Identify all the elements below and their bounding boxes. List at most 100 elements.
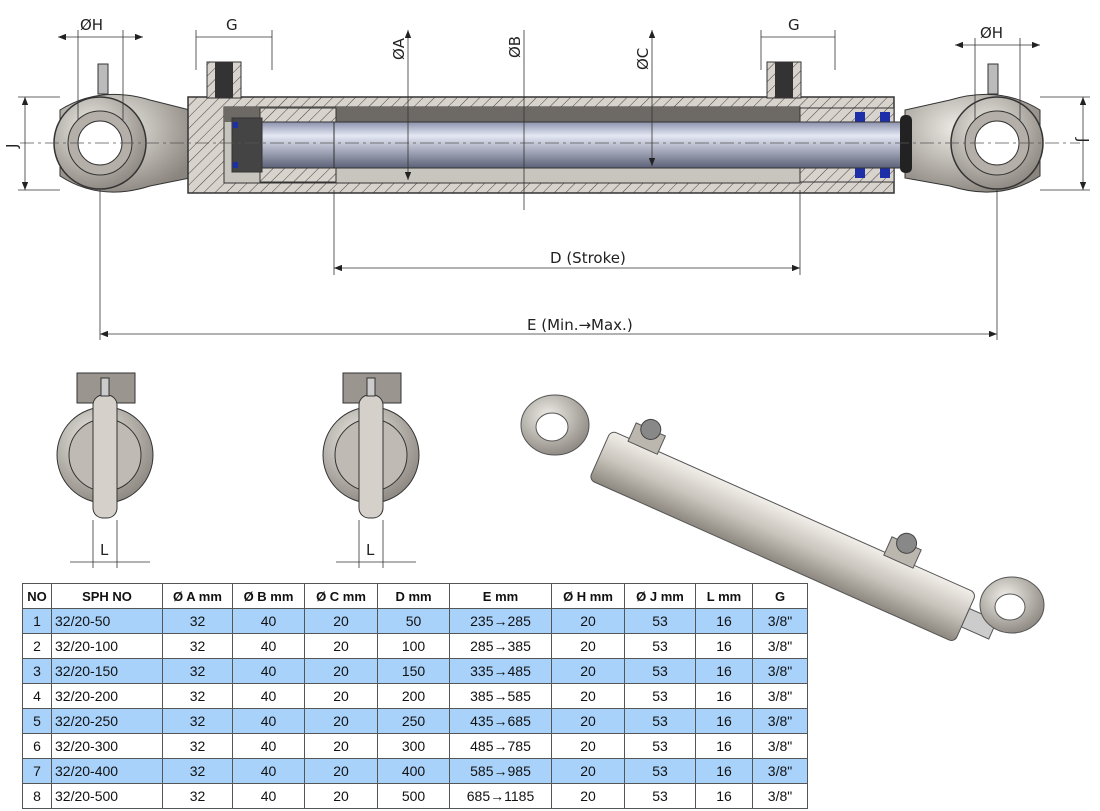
table-cell: 16: [695, 633, 753, 659]
col-header: E mm: [449, 583, 552, 609]
table-cell: 40: [232, 758, 305, 784]
table-cell: 435→685: [449, 708, 552, 734]
table-cell: 32: [162, 783, 233, 809]
dim-g-right: G: [788, 16, 800, 34]
col-header: Ø C mm: [304, 583, 378, 609]
table-cell: 53: [624, 633, 696, 659]
table-cell: 150: [377, 658, 450, 684]
col-header: D mm: [377, 583, 450, 609]
table-cell: 32/20-50: [51, 608, 163, 634]
table-cell: 3/8": [752, 708, 808, 734]
table-cell: 20: [304, 758, 378, 784]
table-cell: 53: [624, 733, 696, 759]
table-cell: 100: [377, 633, 450, 659]
table-cell: 32/20-100: [51, 633, 163, 659]
table-cell: 500: [377, 783, 450, 809]
table-cell: 32: [162, 633, 233, 659]
table-cell: 20: [551, 708, 625, 734]
table-cell: 20: [304, 783, 378, 809]
table-cell: 4: [22, 683, 52, 709]
table-cell: 53: [624, 758, 696, 784]
dim-a: ØA: [390, 37, 408, 60]
table-cell: 32/20-200: [51, 683, 163, 709]
table-cell: 6: [22, 733, 52, 759]
table-cell: 3/8": [752, 658, 808, 684]
table-cell: 32/20-250: [51, 708, 163, 734]
dim-length: E (Min.→Max.): [527, 316, 633, 334]
table-cell: 32: [162, 608, 233, 634]
table-cell: 32: [162, 683, 233, 709]
table-cell: 40: [232, 733, 305, 759]
dim-j-right: J: [1074, 137, 1092, 142]
table-cell: 40: [232, 708, 305, 734]
table-cell: 20: [304, 608, 378, 634]
table-cell: 200: [377, 683, 450, 709]
table-cell: 20: [551, 758, 625, 784]
table-cell: 685→1185: [449, 783, 552, 809]
table-cell: 50: [377, 608, 450, 634]
table-cell: 32/20-400: [51, 758, 163, 784]
dim-h-left: ØH: [80, 16, 103, 34]
table-cell: 16: [695, 658, 753, 684]
table-cell: 335→485: [449, 658, 552, 684]
dim-c: ØC: [634, 48, 652, 70]
table-cell: 20: [551, 658, 625, 684]
table-cell: 20: [551, 633, 625, 659]
table-cell: 485→785: [449, 733, 552, 759]
table-cell: 20: [551, 683, 625, 709]
table-cell: 300: [377, 733, 450, 759]
table-cell: 32/20-300: [51, 733, 163, 759]
table-cell: 385→585: [449, 683, 552, 709]
table-cell: 585→985: [449, 758, 552, 784]
table-cell: 20: [304, 683, 378, 709]
table-cell: 235→285: [449, 608, 552, 634]
rod-eye-right: [904, 63, 1044, 193]
piston-rod: [333, 121, 907, 169]
table-cell: 20: [551, 783, 625, 809]
table-cell: 3/8": [752, 608, 808, 634]
col-header: NO: [22, 583, 52, 609]
table-cell: 20: [304, 658, 378, 684]
specification-table: NO SPH NO Ø A mm Ø B mm Ø C mm D mm E mm…: [22, 583, 808, 809]
table-cell: 3/8": [752, 733, 808, 759]
col-header: Ø H mm: [551, 583, 625, 609]
table-cell: 53: [624, 783, 696, 809]
dim-stroke: D (Stroke): [550, 249, 626, 267]
table-cell: 5: [22, 708, 52, 734]
table-cell: 16: [695, 758, 753, 784]
table-cell: 40: [232, 783, 305, 809]
rod-eye-left: [53, 63, 191, 193]
table-cell: 40: [232, 658, 305, 684]
dimensions: [18, 30, 1090, 340]
table-cell: 3/8": [752, 783, 808, 809]
dim-l-view2: L: [366, 541, 375, 559]
table-cell: 16: [695, 708, 753, 734]
table-cell: 7: [22, 758, 52, 784]
table-cell: 3/8": [752, 633, 808, 659]
col-header: SPH NO: [51, 583, 163, 609]
table-cell: 20: [304, 733, 378, 759]
table-cell: 250: [377, 708, 450, 734]
table-cell: 53: [624, 608, 696, 634]
table-cell: 16: [695, 683, 753, 709]
dim-h-right: ØH: [980, 24, 1003, 42]
table-cell: 3: [22, 658, 52, 684]
table-cell: 16: [695, 733, 753, 759]
table-cell: 32: [162, 658, 233, 684]
col-header: Ø J mm: [624, 583, 696, 609]
col-header: Ø A mm: [162, 583, 233, 609]
table-cell: 8: [22, 783, 52, 809]
dim-l-view1: L: [100, 541, 109, 559]
table-cell: 53: [624, 683, 696, 709]
table-cell: 40: [232, 608, 305, 634]
dim-b: ØB: [506, 36, 524, 58]
table-cell: 3/8": [752, 683, 808, 709]
